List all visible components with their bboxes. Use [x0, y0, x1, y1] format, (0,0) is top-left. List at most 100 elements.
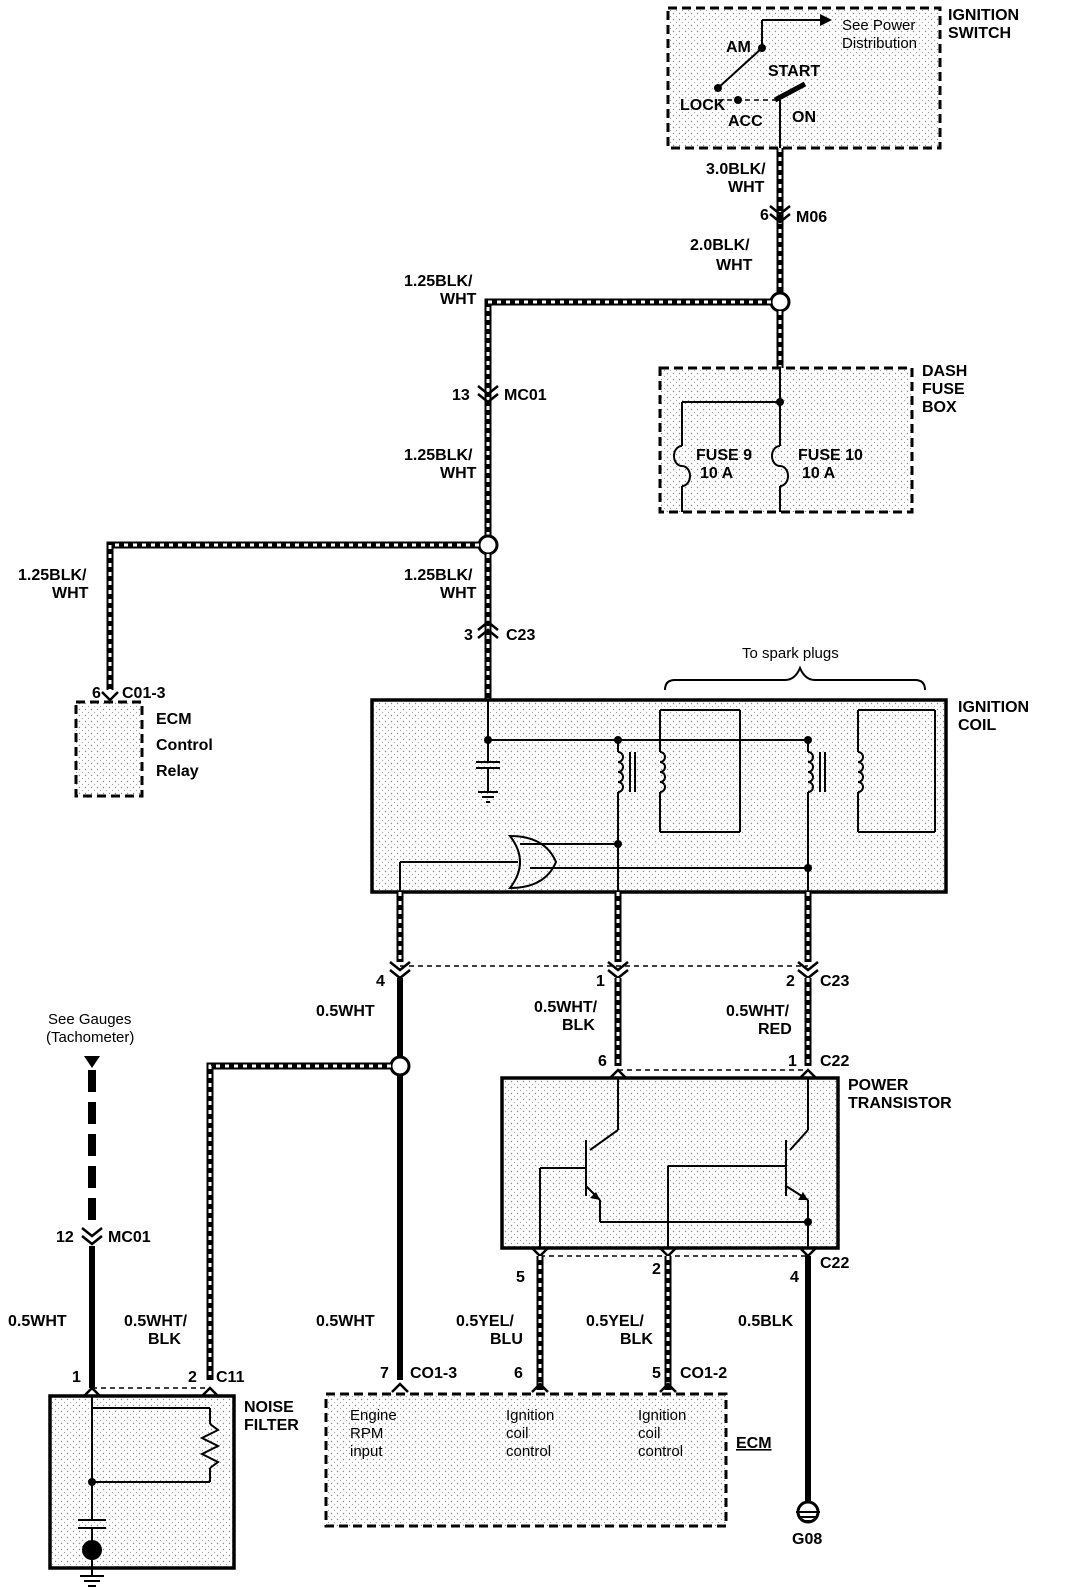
diagram-text: FILTER: [244, 1417, 299, 1434]
diagram-text: 1: [72, 1369, 81, 1386]
wire-label-0-5whtblk-a: 0.5WHT/: [124, 1313, 188, 1330]
diagram-text: WHT: [440, 465, 477, 482]
diagram-text: RPM: [350, 1425, 383, 1442]
diagram-text: WHT: [52, 585, 89, 602]
splice-mid: [477, 534, 499, 556]
diagram-text: C22: [820, 1255, 849, 1272]
ecm-ignition-coil-control-2: Ignition: [638, 1407, 686, 1424]
switch-position-start: START: [768, 63, 820, 80]
diagram-text: 4: [790, 1269, 799, 1286]
diagram-text: 12: [56, 1229, 74, 1246]
diagram-text: C22: [820, 1053, 849, 1070]
power-transistor-box: [500, 1076, 840, 1250]
dash-fuse-box: FUSE 9 10 A FUSE 10 10 A DASH FUSE BOX: [658, 363, 967, 514]
wires-coil-outputs: 4 1 2 C23: [376, 892, 849, 990]
diagram-text: control: [506, 1443, 551, 1460]
splice-rpm: [389, 1055, 411, 1077]
noise-filter-title: NOISE: [244, 1399, 294, 1416]
ecm-ignition-coil-control-1: Ignition: [506, 1407, 554, 1424]
diagram-text: COIL: [958, 717, 996, 734]
wire-top-branch: 1.25BLK/ WHT 13 MC01 1.25BLK/ WHT: [404, 273, 771, 545]
diagram-text: WHT: [440, 585, 477, 602]
ecm-box: [324, 1392, 728, 1528]
ecm-control-relay: 6 C01-3 ECM Control Relay: [74, 685, 213, 798]
ignition-switch-box: [666, 6, 942, 150]
ignition-coil-title: IGNITION: [958, 699, 1029, 716]
wire-label-1-25blk-c23: 1.25BLK/: [404, 567, 473, 584]
wire-label-1-25blk-mid: 1.25BLK/: [404, 447, 473, 464]
wires-to-power-transistor: 0.5WHT/ BLK 0.5WHT/ RED 6 1 C22: [534, 978, 849, 1079]
connector-c23-top: 3 C23: [464, 620, 535, 644]
diagram-text: 1: [596, 973, 605, 990]
diagram-text: 5: [516, 1269, 525, 1286]
diagram-text: 6: [514, 1365, 523, 1382]
ignition-switch-title: IGNITION: [948, 7, 1019, 24]
splice-top-right: [769, 291, 791, 313]
diagram-text: 7: [380, 1365, 389, 1382]
diagram-text: RED: [758, 1021, 792, 1038]
see-gauges-note: See Gauges: [48, 1011, 131, 1028]
wire-label-1-25blk-left: 1.25BLK/: [18, 567, 87, 584]
ground-g08: G08: [792, 1500, 822, 1548]
wire-label-0-5wht-a: 0.5WHT: [316, 1003, 375, 1020]
diagram-text: 3: [464, 627, 473, 644]
wire-main-feed: 3.0BLK/ WHT 6 M06 2.0BLK/ WHT: [690, 148, 827, 302]
fuse-9-rating: 10 A: [700, 465, 734, 482]
ecm-control-relay-box: [74, 700, 144, 798]
wire-label-0-5whtred: 0.5WHT/: [726, 1003, 790, 1020]
diagram-text: 2: [188, 1369, 197, 1386]
wire-label-1-25blk-top: 1.25BLK/: [404, 273, 473, 290]
wire-to-noise-filter: 0.5WHT/ BLK: [124, 1062, 391, 1380]
power-distribution-note-2: Distribution: [842, 35, 917, 52]
dash-fuse-box-frame: [658, 366, 914, 514]
fuse-10-label: FUSE 10: [798, 447, 863, 464]
ignition-switch: See Power Distribution AM START LOCK ACC…: [666, 6, 1019, 150]
switch-position-lock: LOCK: [680, 97, 726, 114]
diagram-text: WHT: [440, 291, 477, 308]
diagram-text: C11: [216, 1369, 245, 1386]
wire-to-ignition-coil: 1.25BLK/ WHT 3 C23: [404, 554, 535, 700]
ecm-control-relay-label: ECM: [156, 711, 192, 728]
diagram-text: TRANSISTOR: [848, 1095, 952, 1112]
diagram-text: input: [350, 1443, 383, 1460]
diagram-text: (Tachometer): [46, 1029, 134, 1046]
diagram-text: BLK: [148, 1331, 181, 1348]
wire-label-3-0blk: 3.0BLK/: [706, 161, 766, 178]
wire-label-3-0blk-2: WHT: [728, 179, 765, 196]
ground-label-g08: G08: [792, 1531, 822, 1548]
wire-label-0-5yelblk: 0.5YEL/: [586, 1313, 644, 1330]
wire-label-0-5wht-c: 0.5WHT: [316, 1313, 375, 1330]
diagram-text: MC01: [504, 387, 547, 404]
diagram-text: coil: [638, 1425, 661, 1442]
wire-label-2-0blk: 2.0BLK/: [690, 237, 750, 254]
tachometer-feed: See Gauges (Tachometer) 12 MC01 0.5WHT: [8, 1011, 151, 1388]
diagram-text: BOX: [922, 399, 957, 416]
power-transistor-title: POWER: [848, 1077, 909, 1094]
switch-position-am: AM: [726, 39, 751, 56]
diagram-text: C23: [820, 973, 849, 990]
wire-to-ecm-relay: 1.25BLK/ WHT: [18, 541, 479, 690]
diagram-text: M06: [796, 209, 827, 226]
fuse-9-label: FUSE 9: [696, 447, 752, 464]
diagram-text: BLU: [490, 1331, 523, 1348]
diagram-text: 5: [652, 1365, 661, 1382]
diagram-text: 4: [376, 973, 385, 990]
diagram-text: FUSE: [922, 381, 965, 398]
wire-label-0-5whtblk-b: 0.5WHT/: [534, 999, 598, 1016]
diagram-text: C23: [506, 627, 535, 644]
diagram-text: 13: [452, 387, 470, 404]
diagram-text: BLK: [620, 1331, 653, 1348]
connector-c23-pins: 4 1 2 C23: [376, 961, 849, 990]
switch-position-acc: ACC: [728, 113, 763, 130]
ignition-coil: To spark plugs: [370, 645, 1029, 900]
diagram-text: C01-3: [122, 685, 166, 702]
wire-label-0-5blk: 0.5BLK: [738, 1313, 794, 1330]
wire-label-0-5yelblu: 0.5YEL/: [456, 1313, 514, 1330]
diagram-text: CO1-2: [680, 1365, 727, 1382]
diagram-text: Relay: [156, 763, 199, 780]
wire-rpm-signal: 0.5WHT 0.5WHT: [316, 978, 403, 1380]
wire-label-2-0blk-2: WHT: [716, 257, 753, 274]
diagram-text: 2: [786, 973, 795, 990]
spark-plugs-note: To spark plugs: [742, 645, 839, 662]
diagram-text: BLK: [562, 1017, 595, 1034]
